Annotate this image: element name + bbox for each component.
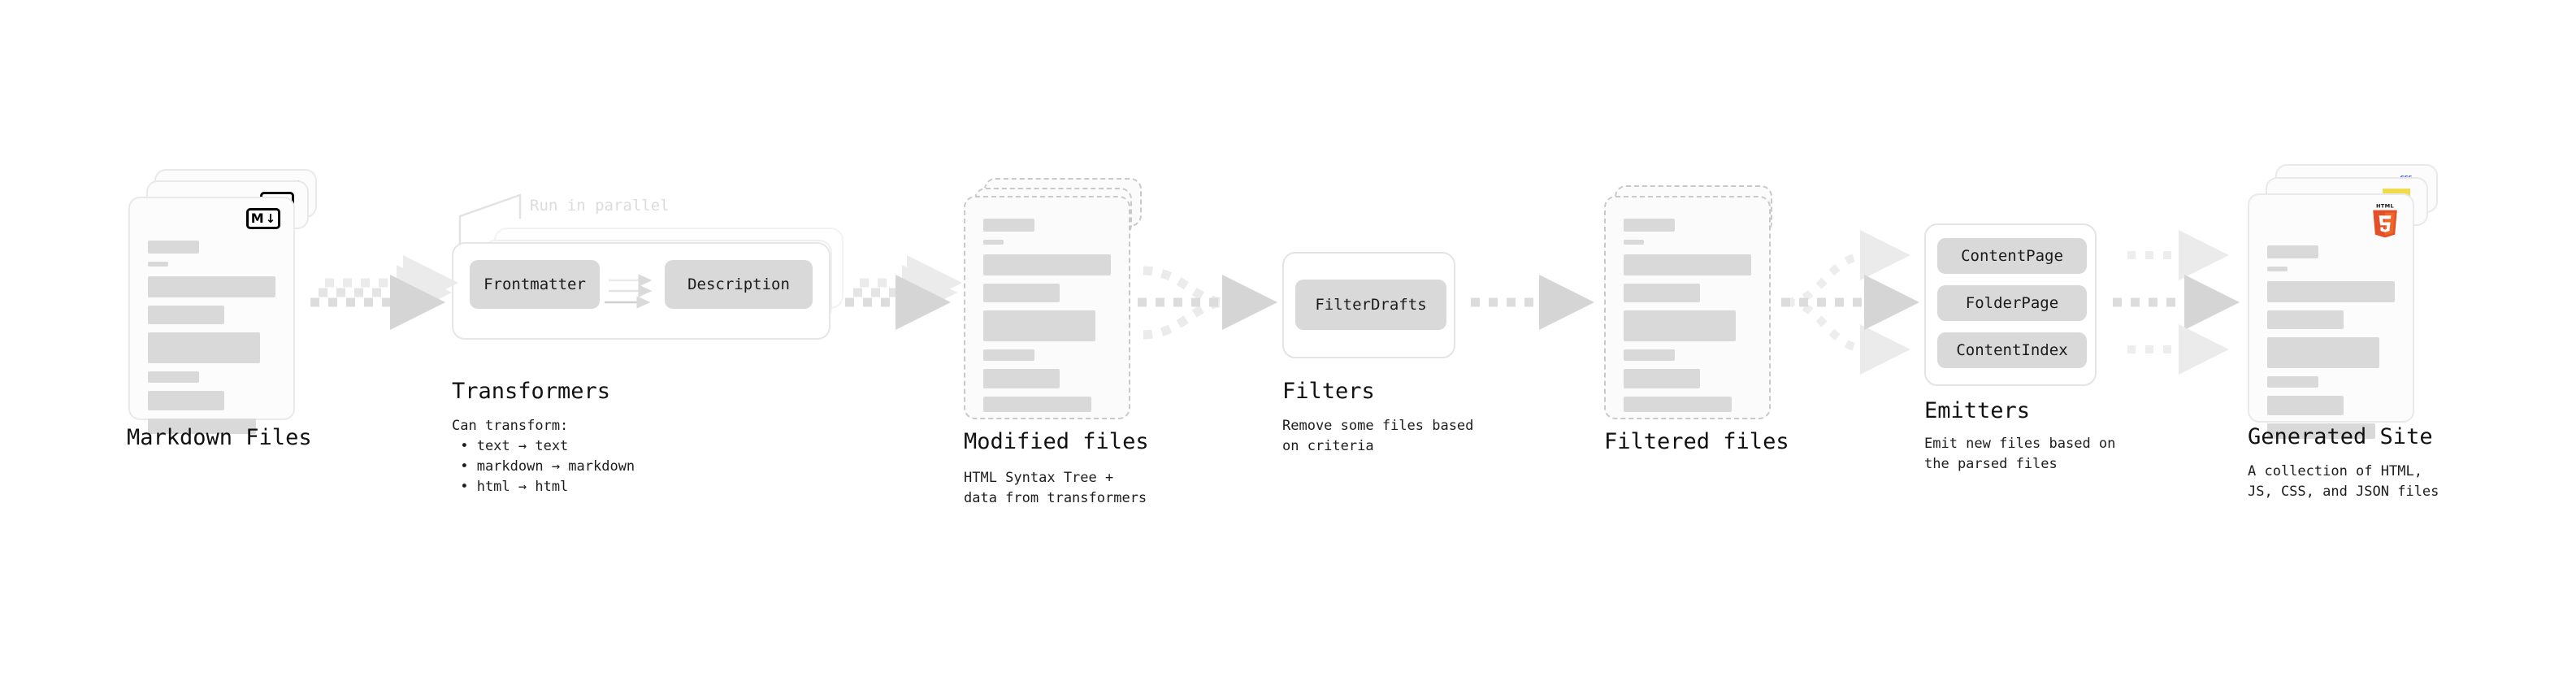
transformers-subcaption: Can transform: • text → text • markdown …	[452, 418, 635, 495]
modified-files-subcaption: HTML Syntax Tree + data from transformer…	[964, 470, 1147, 506]
filtered-file-content	[1624, 219, 1751, 420]
content-bar	[2267, 376, 2318, 388]
connector-modified-to-filters	[1138, 266, 1278, 340]
content-bar	[148, 332, 261, 363]
emitter-chip-label: FolderPage	[1965, 294, 2059, 312]
filters-box: FilterDrafts	[1282, 252, 1455, 358]
content-bar	[148, 371, 199, 383]
filters-caption: Filters	[1282, 379, 1375, 404]
content-bar	[2267, 267, 2288, 271]
emitters-subcaption: Emit new files based on the parsed files	[1924, 436, 2116, 472]
content-bar	[1624, 254, 1751, 275]
content-bar	[983, 349, 1034, 361]
emitter-chip-contentpage[interactable]: ContentPage	[1937, 238, 2087, 274]
transformer-chip-label: Frontmatter	[484, 275, 586, 293]
content-bar	[2267, 337, 2380, 368]
content-bar	[2267, 396, 2344, 415]
content-bar	[1624, 219, 1675, 232]
filtered-file-front	[1604, 196, 1771, 419]
connector-filtered-to-emitters	[1781, 230, 1920, 375]
modified-files-caption: Modified files	[964, 429, 1149, 454]
content-bar	[983, 397, 1092, 412]
generated-file-content	[2267, 245, 2395, 447]
modified-file-content	[983, 219, 1111, 420]
markdown-files-caption: Markdown Files	[127, 425, 312, 450]
markdown-file-content	[148, 241, 275, 442]
content-bar	[148, 241, 199, 254]
transformer-chip-description[interactable]: Description	[665, 260, 813, 309]
emitter-chip-folderpage[interactable]: FolderPage	[1937, 285, 2087, 321]
content-bar	[1624, 310, 1737, 341]
markdown-icon: M ↓	[246, 208, 280, 229]
generated-file-html: HTML	[2248, 193, 2414, 439]
connector-transformers-to-modified	[845, 254, 963, 331]
generated-site-subcaption: A collection of HTML, JS, CSS, and JSON …	[2248, 463, 2439, 500]
emitter-chip-label: ContentIndex	[1956, 341, 2068, 359]
content-bar	[1624, 349, 1675, 361]
content-bar	[983, 219, 1034, 232]
content-bar	[983, 369, 1060, 388]
markdown-file-front: M ↓	[128, 197, 295, 434]
generated-site-caption: Generated Site	[2248, 424, 2433, 449]
content-bar	[983, 240, 1004, 245]
content-bar	[1624, 397, 1733, 412]
content-bar	[983, 310, 1096, 341]
content-bar	[2267, 310, 2344, 329]
markdown-icon-arrow: ↓	[265, 210, 276, 226]
content-bar	[148, 391, 225, 410]
content-bar	[983, 284, 1060, 302]
content-bar	[1624, 284, 1701, 302]
content-bar	[1624, 369, 1701, 388]
html5-icon: HTML	[2369, 202, 2401, 242]
connector-md-to-transformers	[310, 254, 459, 331]
emitters-caption: Emitters	[1924, 398, 2031, 423]
filters-subcaption: Remove some files based on criteria	[1282, 418, 1474, 454]
emitters-box: ContentPage FolderPage ContentIndex	[1924, 223, 2097, 386]
html5-icon-svg: HTML	[2373, 202, 2397, 238]
content-bar	[1624, 240, 1644, 245]
content-bar	[983, 254, 1111, 275]
svg-text:HTML: HTML	[2376, 202, 2394, 209]
connector-emitters-to-site	[2113, 230, 2240, 375]
emitter-chip-label: ContentPage	[1961, 247, 2063, 265]
transformers-caption: Transformers	[452, 379, 611, 404]
content-bar	[2267, 245, 2318, 258]
content-bar	[148, 306, 225, 324]
filter-chip-filterdrafts[interactable]: FilterDrafts	[1295, 280, 1446, 330]
run-in-parallel-note: Run in parallel	[530, 197, 670, 215]
emitter-chip-contentindex[interactable]: ContentIndex	[1937, 332, 2087, 368]
filter-chip-label: FilterDrafts	[1315, 296, 1427, 314]
content-bar	[148, 276, 275, 297]
content-bar	[148, 262, 168, 267]
content-bar	[148, 419, 257, 434]
markdown-icon-letter: M	[250, 210, 264, 226]
transformers-box: Frontmatter Description	[452, 242, 830, 340]
content-bar	[2267, 423, 2376, 439]
content-bar	[2267, 281, 2395, 302]
modified-file-front	[964, 196, 1130, 419]
transformer-chip-frontmatter[interactable]: Frontmatter	[470, 260, 600, 309]
filtered-files-caption: Filtered files	[1604, 429, 1789, 454]
transformer-chip-label: Description	[687, 275, 790, 293]
